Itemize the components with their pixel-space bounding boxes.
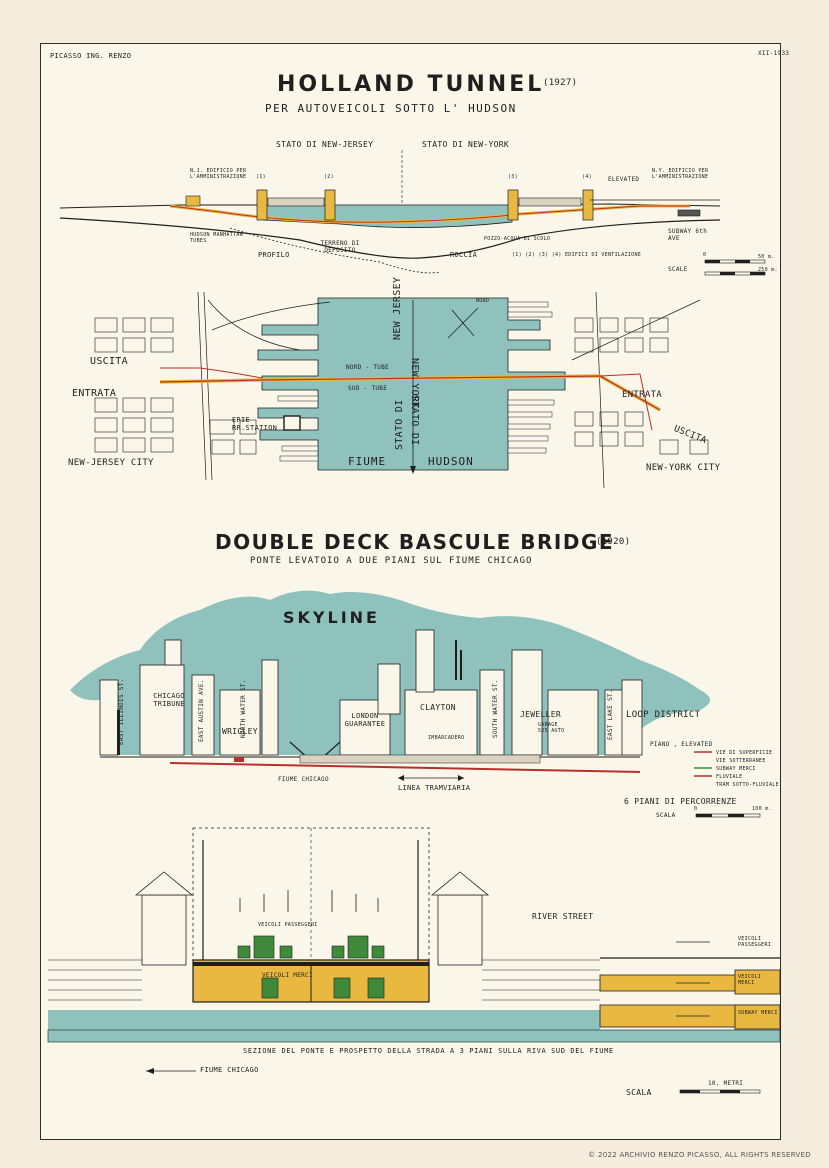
legend-piano: PIANO , ELEVATED (650, 741, 713, 748)
profilo-label: PROFILO (258, 251, 290, 259)
state-ny-label: STATO DI NEW-YORK (422, 140, 509, 149)
east-lake-label: EAST LAKE ST. (607, 689, 614, 740)
sheet-code: XII-1933 (758, 50, 790, 57)
south-water-label: SOUTH WATER ST. (492, 679, 499, 738)
right-vp-label: VEICOLI PASSEGGERI (738, 936, 772, 948)
uscita-left-label: USCITA (90, 356, 128, 367)
nord-tube-label: NORD - TUBE (346, 364, 390, 371)
fiume-label: FIUME (348, 455, 387, 468)
state-nj-label: STATO DI NEW-JERSEY (276, 140, 374, 149)
profile-scale-label: SCALE (668, 266, 688, 273)
skyline-scala-label: SCALA (656, 812, 676, 819)
bridge-subtitle: PONTE LEVATOIO A DUE PIANI SUL FIUME CHI… (250, 556, 533, 566)
entrata-left-label: ENTRATA (72, 388, 117, 399)
edifici-ventilazione-label: (1) (2) (3) (4) EDIFICI DI VENTILAZIONE (512, 252, 642, 258)
vent-2-label: (2) (324, 174, 334, 180)
profile-scale-250: 250 m. (758, 267, 778, 273)
bridge-section-drawing (47, 827, 781, 1074)
right-sm-label: SUBWAY MERCI (738, 1010, 778, 1016)
author-label: PICASSO ING. RENZO (50, 52, 132, 60)
skyline-scale-zero: 0 (694, 806, 698, 812)
legend-superficie: VIE DI SUPERFICIE (716, 750, 773, 756)
skyline-title: SKYLINE (283, 608, 380, 627)
wrigley-label: WRIGLEY (222, 727, 258, 736)
copyright-notice: © 2022 ARCHIVIO RENZO PICASSO, ALL RIGHT… (588, 1151, 811, 1159)
sei-piani-label: 6 PIANI DI PERCORRENZE (624, 797, 737, 806)
tunnel-plan-drawing (94, 291, 709, 489)
elevated-label: ELEVATED (608, 176, 640, 183)
fiume-chicago-skyline-label: FIUME CHICAGO (278, 776, 329, 783)
garage-label: GARAGE 525 AUTO (538, 722, 565, 734)
imbarcadero-label: IMBARCADERO (428, 735, 465, 741)
nj-admin-building-label: N.J. EDIFICIO PER L'AMMINISTRAZIONE (190, 168, 247, 180)
east-illinois-label: EAST ILLINOIS ST. (118, 678, 125, 745)
london-guarantee-label: LONDON GUARANTEE (344, 712, 386, 728)
section-caption: SEZIONE DEL PONTE E PROSPETTO DELLA STRA… (243, 1047, 614, 1055)
subway-label: SUBWAY 6th AVE (668, 228, 708, 242)
profile-scale-bar (704, 259, 766, 276)
skyline-drawing (70, 590, 712, 781)
skyline-scale-bar (695, 813, 761, 818)
ny-admin-building-label: N.Y. EDIFICIO PER L'AMMINISTRAZIONE (652, 168, 709, 180)
roccia-label: ROCCIA (450, 251, 478, 259)
entrata-right-label: ENTRATA (622, 390, 663, 400)
new-jersey-label: NEW JERSEY (392, 276, 403, 340)
vent-3-label: (3) (508, 174, 518, 180)
terreno-label: TERRENO DI DEPOSITO (320, 240, 360, 254)
pozzo-label: POZZO-ACQUA DI SCOLO (484, 236, 551, 242)
sud-tube-label: SUD - TUBE (348, 385, 388, 392)
linea-tramviaria-label: LINEA TRAMVIARIA (398, 784, 471, 792)
stato-di-ny-label: STATO DI (409, 395, 420, 446)
legend-fluviale: FLUVIALE (716, 774, 743, 780)
nj-city-label: NEW-JERSEY CITY (68, 458, 154, 468)
loop-district-label: LOOP DISTRICT (626, 710, 701, 720)
profile-scale-50: 50 m. (758, 254, 775, 260)
erie-station-label: ERIE RR.STATION (232, 416, 278, 432)
tunnel-profile-drawing (59, 150, 721, 274)
hudson-label: HUDSON (428, 455, 474, 468)
section-scale-metri: 10. METRI (708, 1080, 744, 1087)
ny-city-label: NEW-YORK CITY (646, 463, 721, 473)
section-scale-bar (679, 1089, 761, 1094)
bridge-year: (1920) (596, 537, 631, 547)
stato-di-nj-label: STATO DI (394, 399, 405, 450)
vent-4-label: (4) (582, 174, 592, 180)
hudson-tubes-label: HUDSON MANHATTAN TUBES (190, 232, 243, 244)
veicoli-merci-deck-label: VEICOLI MERCI (262, 972, 313, 979)
holland-year: (1927) (543, 78, 578, 88)
holland-subtitle: PER AUTOVEICOLI SOTTO L' HUDSON (265, 102, 517, 115)
right-vm-label: VEICOLI MERCI (738, 974, 762, 986)
legend-tram: TRAM SOTTO-FLUVIALE (716, 782, 779, 788)
veicoli-label: VEICOLI PASSEGGERI (258, 922, 318, 928)
legend-sotterranee: VIE SOTTERRANEE (716, 758, 766, 764)
clayton-label: CLAYTON (420, 703, 456, 712)
nord-compass-label: NORD (476, 298, 490, 304)
holland-title: HOLLAND TUNNEL (277, 72, 545, 97)
legend-subway-merci: SUBWAY MERCI (716, 766, 756, 772)
river-street-label: RIVER STREET (532, 912, 594, 921)
east-austin-label: EAST AUSTIN AVE. (198, 679, 205, 742)
chicago-tribune-label: CHICAGO TRIBUNE (153, 692, 185, 708)
skyline-scale-100: 100 m. (752, 806, 772, 812)
bridge-title: DOUBLE DECK BASCULE BRIDGE (215, 530, 615, 554)
section-scala-label: SCALA (626, 1088, 652, 1097)
vent-1-label: (1) (256, 174, 266, 180)
profile-scale-zero: 0 (703, 252, 707, 258)
fiume-chicago-section-label: FIUME CHICAGO (200, 1066, 259, 1074)
jeweller-label: JEWELLER (520, 710, 561, 719)
